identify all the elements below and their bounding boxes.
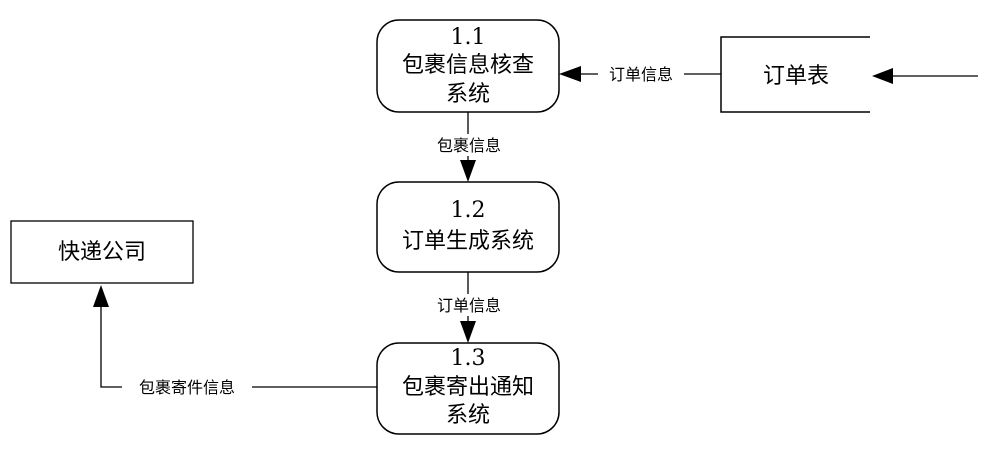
process-1-1-name-line1: 包裹信息核查: [402, 53, 534, 78]
flow-label-order-info-top: 订单信息: [609, 65, 673, 84]
process-1-2-number: 1.2: [451, 198, 486, 223]
process-1-3-name-line1: 包裹寄出通知: [402, 375, 534, 400]
flow-process-1-1-to-1-2: 包裹信息: [426, 112, 512, 182]
flow-label-order-info-bottom: 订单信息: [437, 296, 501, 315]
data-store-order-table: 订单表: [720, 36, 870, 113]
process-1-3: 1.3 包裹寄出通知 系统: [376, 342, 560, 435]
process-1-1-name-line2: 系统: [446, 82, 490, 107]
process-1-3-name-line2: 系统: [446, 403, 490, 428]
data-store-label: 订单表: [763, 64, 829, 89]
process-1-3-number: 1.3: [451, 346, 486, 371]
process-1-1-number: 1.1: [451, 25, 486, 50]
flow-label-package-info: 包裹信息: [437, 136, 501, 155]
flow-store-to-process-1-1: 订单信息: [559, 63, 721, 85]
process-1-2: 1.2 订单生成系统: [376, 181, 560, 273]
flow-label-package-shipping-info: 包裹寄件信息: [139, 378, 235, 397]
flow-incoming-to-order-table: [872, 68, 978, 84]
process-1-2-name-line1: 订单生成系统: [402, 229, 534, 254]
process-1-1: 1.1 包裹信息核查 系统: [376, 19, 560, 113]
external-entity-label: 快递公司: [58, 240, 146, 265]
flow-process-1-2-to-1-3: 订单信息: [426, 272, 512, 343]
external-entity-courier-company: 快递公司: [10, 220, 194, 284]
flow-process-1-3-to-courier: 包裹寄件信息: [93, 285, 377, 398]
